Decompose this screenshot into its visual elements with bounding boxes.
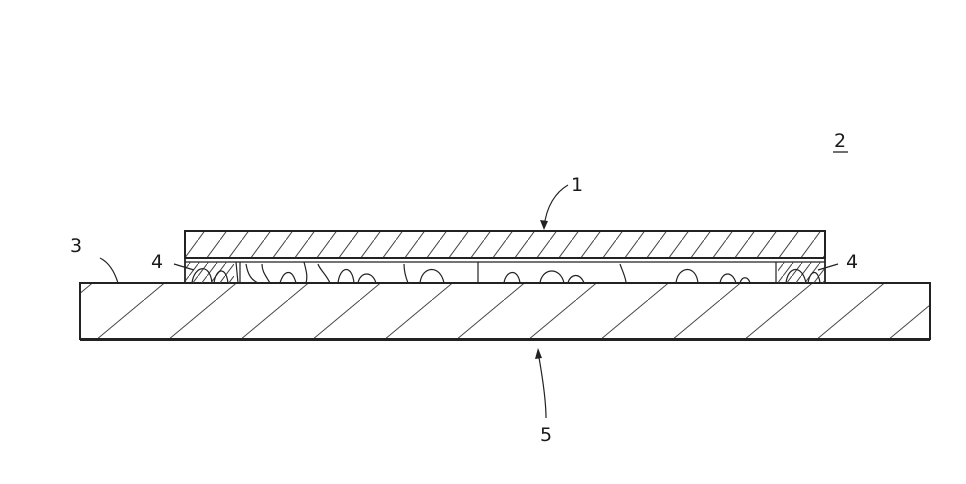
substrate-layer xyxy=(80,283,930,340)
adhesive-block-left xyxy=(186,262,234,283)
label-cover-plate: 1 xyxy=(571,174,583,196)
label-substrate-surface: 3 xyxy=(70,235,82,257)
label-figure-number: 2 xyxy=(834,130,846,152)
adhesive-layer xyxy=(185,258,825,283)
label-adhesive-right: 4 xyxy=(846,251,858,273)
label-adhesive-left: 4 xyxy=(151,251,163,273)
label-substrate: 5 xyxy=(540,424,552,446)
cover-plate-layer xyxy=(185,231,825,258)
